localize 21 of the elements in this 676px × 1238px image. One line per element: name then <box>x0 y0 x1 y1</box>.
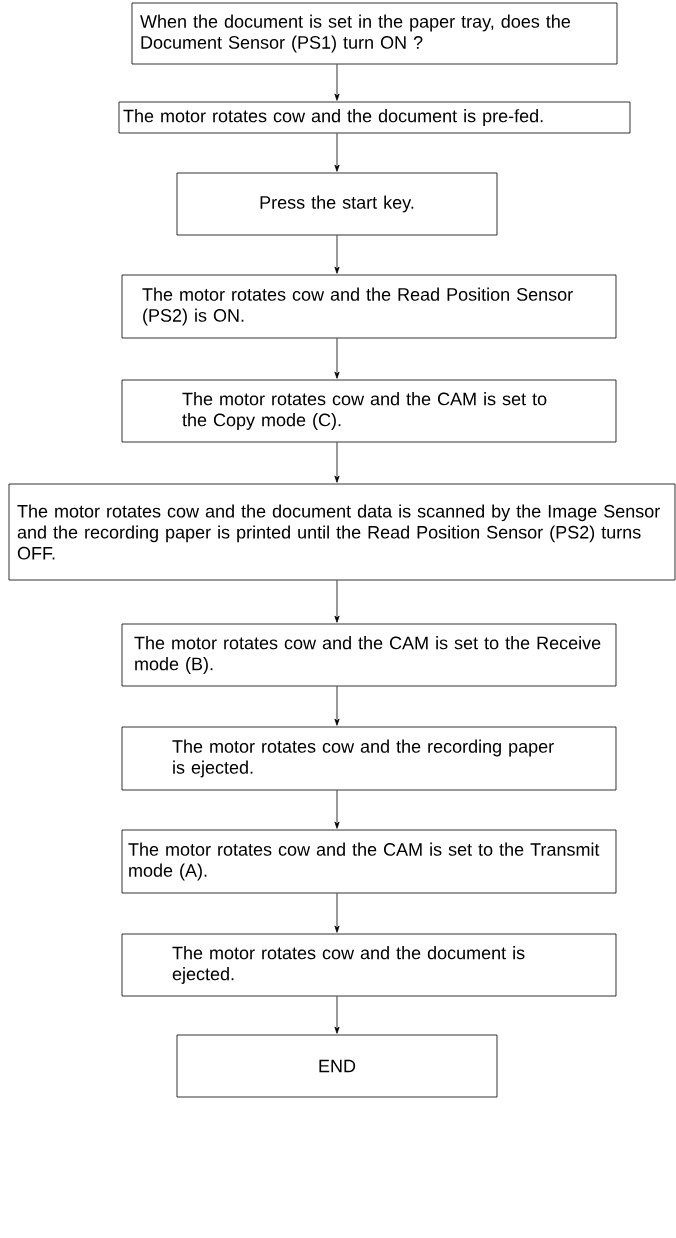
process-box: The motor rotates cow and the CAM is set to the Copy mode (C). <box>121 379 617 443</box>
process-box: The motor rotates cow and the CAM is set to the Transmit mode (A). <box>121 829 617 894</box>
process-box: Press the start key. <box>176 172 498 236</box>
arrow <box>334 235 340 274</box>
arrow <box>334 64 340 101</box>
arrow <box>334 790 340 829</box>
process-box: The motor rotates cow and the recording paper is ejected. <box>121 726 617 791</box>
arrow <box>334 686 340 726</box>
process-box: The motor rotates cow and the Read Position Sensor (PS2) is ON. <box>121 274 617 339</box>
process-box: The motor rotates cow and the document is ejected. <box>121 933 617 997</box>
arrow <box>334 442 340 483</box>
arrow <box>334 893 340 933</box>
arrow <box>334 996 340 1034</box>
arrow <box>334 580 340 623</box>
process-box: When the document is set in the paper tray, does the Document Sensor (PS1) turn ON ? <box>131 2 618 65</box>
process-box: The motor rotates cow and the document data is scanned by the Image Sensor and the recording paper is printed until the Read Position Sensor (PS2) turns OFF. <box>8 483 676 581</box>
process-box: END <box>176 1034 498 1098</box>
arrow <box>334 338 340 379</box>
process-box: The motor rotates cow and the document is pre-fed. <box>118 101 631 134</box>
process-box: The motor rotates cow and the CAM is set to the Receive mode (B). <box>121 623 617 687</box>
arrow <box>334 133 340 172</box>
